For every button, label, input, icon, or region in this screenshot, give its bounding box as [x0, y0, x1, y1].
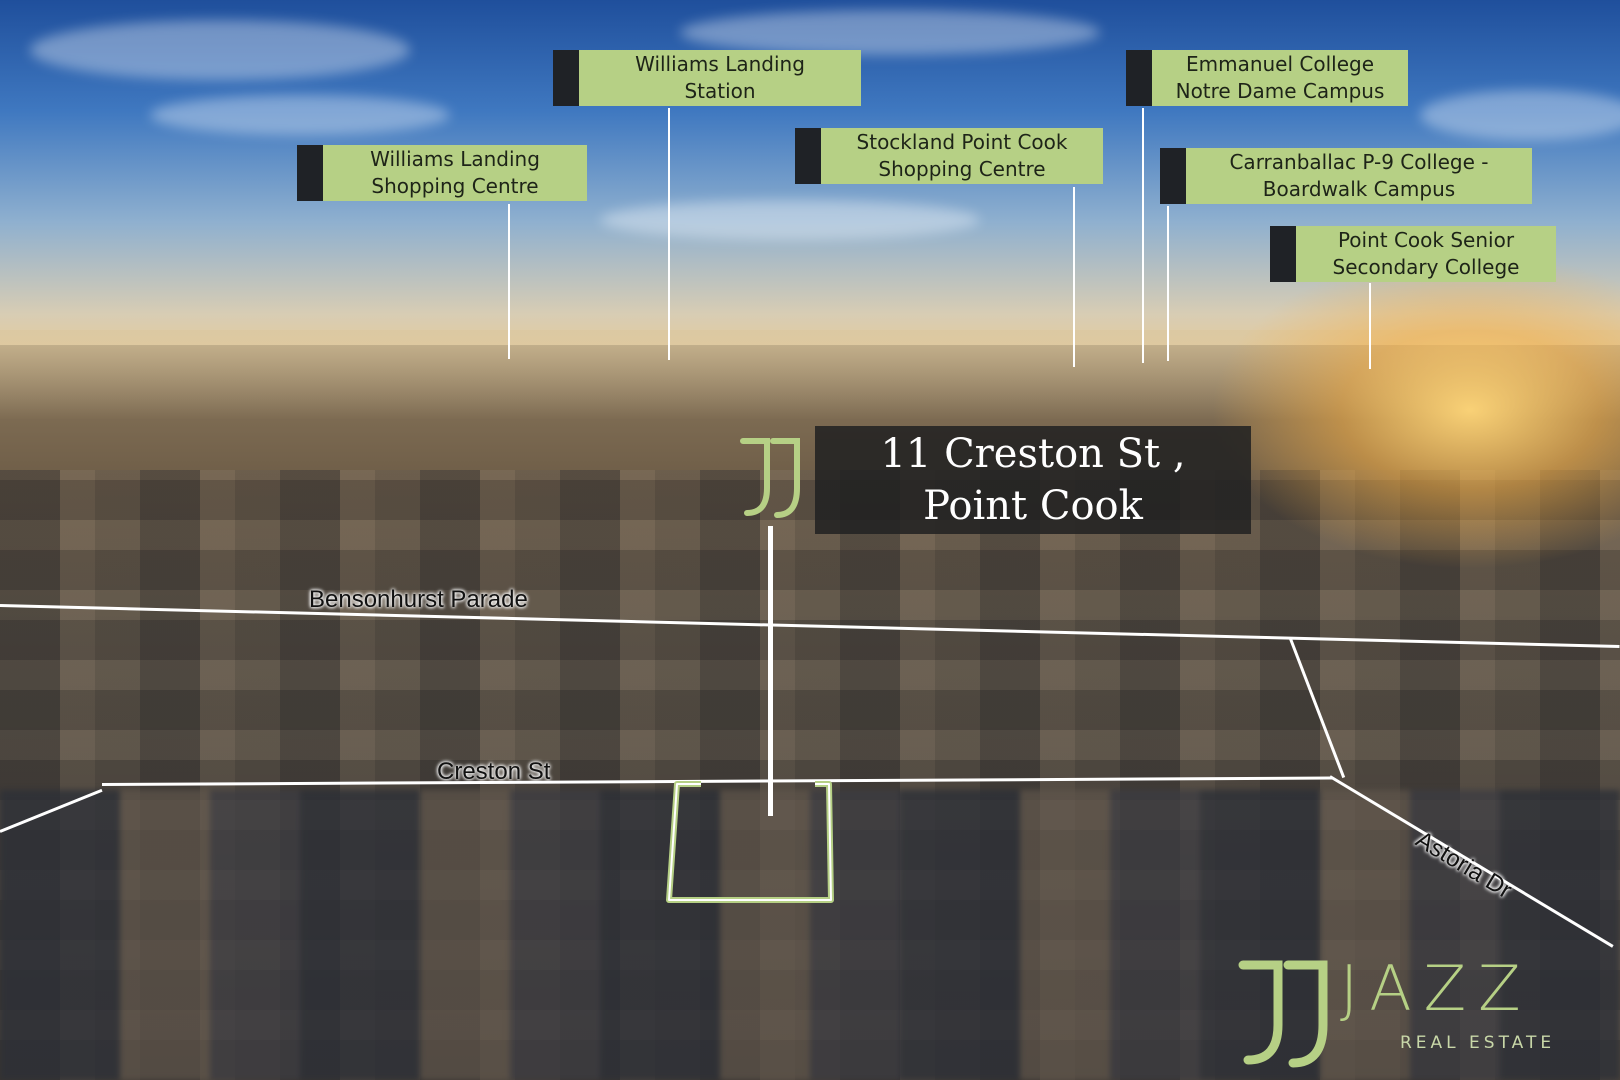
jazz-monogram-icon: [740, 438, 800, 518]
tag-line-1: Stockland Point Cook: [856, 130, 1068, 154]
pointer-line: [1142, 108, 1144, 363]
property-boundary-outline: [666, 781, 834, 903]
tag-text: Point Cook Senior Secondary College: [1296, 226, 1556, 282]
landmark-tag-williams-landing-station: Williams Landing Station: [553, 50, 861, 106]
foreground-houses: [0, 790, 1620, 1080]
tag-text: Carranballac P-9 College - Boardwalk Cam…: [1186, 148, 1532, 204]
cloud: [600, 200, 980, 240]
brand-tagline: REAL ESTATE: [1400, 1033, 1556, 1053]
tag-bar: [1160, 148, 1186, 204]
tag-text: Stockland Point Cook Shopping Centre: [821, 128, 1103, 184]
property-address-line-1: 11 Creston St ,: [880, 431, 1186, 477]
pointer-line: [1369, 283, 1371, 369]
street-label-bensonhurst-parade: Bensonhurst Parade: [309, 586, 528, 613]
tag-line-1: Williams Landing: [635, 52, 805, 76]
tag-line-1: Emmanuel College: [1185, 52, 1375, 76]
tag-line-1: Carranballac P-9 College -: [1229, 150, 1489, 174]
tag-line-2: Shopping Centre: [371, 174, 539, 198]
tag-text: Williams Landing Station: [579, 50, 861, 106]
tag-text: Emmanuel College Notre Dame Campus: [1152, 50, 1408, 106]
tag-bar: [297, 145, 323, 201]
tag-line-2: Notre Dame Campus: [1175, 79, 1385, 103]
street-label-creston-st: Creston St: [437, 758, 551, 785]
tag-line-2: Secondary College: [1332, 255, 1520, 279]
cloud: [680, 10, 1100, 55]
cloud: [1420, 90, 1620, 140]
landmark-tag-williams-landing-shopping: Williams Landing Shopping Centre: [297, 145, 587, 201]
pointer-line: [1073, 187, 1075, 367]
jazz-logo: [1238, 960, 1328, 1068]
landmark-tag-point-cook-senior: Point Cook Senior Secondary College: [1270, 226, 1556, 282]
tag-bar: [553, 50, 579, 106]
property-address-box: 11 Creston St , Point Cook: [815, 426, 1251, 534]
tag-text: Williams Landing Shopping Centre: [323, 145, 587, 201]
pointer-line: [668, 108, 670, 360]
jazz-monogram-icon: [1238, 960, 1328, 1068]
sun-glow: [1210, 250, 1620, 570]
pointer-line: [508, 204, 510, 359]
tag-bar: [1270, 226, 1296, 282]
pointer-line: [1167, 206, 1169, 361]
tag-line-1: Point Cook Senior: [1337, 228, 1515, 252]
tag-line-2: Shopping Centre: [878, 157, 1046, 181]
cloud: [150, 95, 450, 135]
brand-name: JAZZ: [1340, 952, 1533, 1025]
landmark-tag-stockland: Stockland Point Cook Shopping Centre: [795, 128, 1103, 184]
tag-bar: [1126, 50, 1152, 106]
tag-line-2: Station: [684, 79, 756, 103]
property-address-line-2: Point Cook: [923, 483, 1143, 529]
cloud: [30, 20, 410, 80]
tag-bar: [795, 128, 821, 184]
property-pointer-line: [768, 526, 773, 816]
tag-line-2: Boardwalk Campus: [1262, 177, 1456, 201]
landmark-tag-emmanuel-college: Emmanuel College Notre Dame Campus: [1126, 50, 1408, 106]
landmark-tag-carranballac: Carranballac P-9 College - Boardwalk Cam…: [1160, 148, 1532, 204]
tag-line-1: Williams Landing: [370, 147, 540, 171]
